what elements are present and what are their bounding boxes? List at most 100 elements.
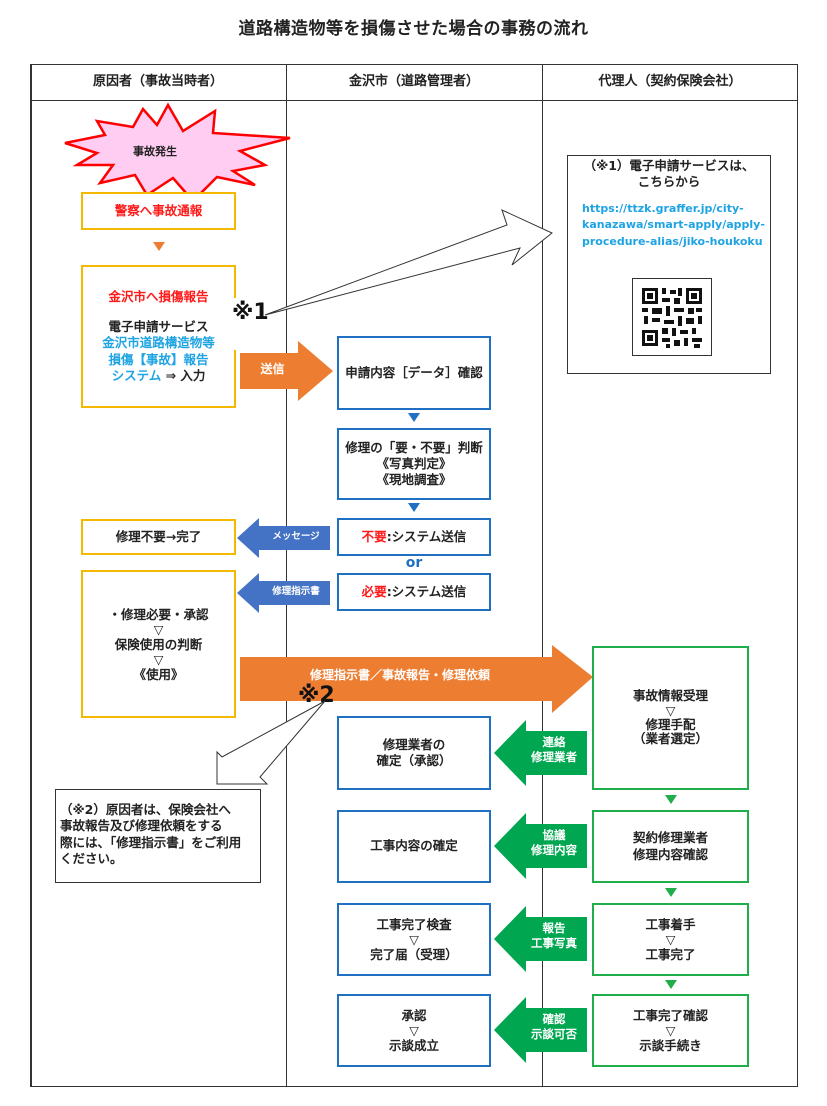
- repair-needed-box: ・修理必要・承認 ▽ 保険使用の判断 ▽ 《使用》: [81, 570, 236, 718]
- not-needed-highlight: 不要: [361, 528, 387, 544]
- confirm-arrow-label: 確認 示談可否: [522, 1012, 586, 1042]
- url-line2[interactable]: kanazawa/smart-apply/apply-: [582, 218, 765, 231]
- work-content-confirm-box: 工事内容の確定: [337, 810, 491, 883]
- page-title: 道路構造物等を損傷させた場合の事務の流れ: [238, 19, 589, 39]
- e-application-note: （※1）電子申請サービスは、 こちらから https://ttzk.graffe…: [567, 155, 771, 374]
- down-arrow-icon: [665, 980, 677, 989]
- note1-heading-line1: （※1）電子申請サービスは、: [583, 158, 755, 173]
- callout-arrow-2-icon: [216, 700, 326, 785]
- repair-instruction-note: （※2）原因者は、保険会社へ 事故報告及び修理依頼をする 際には、「修理指示書」…: [55, 789, 261, 883]
- contractor-confirm-line1: 修理業者の: [382, 736, 446, 752]
- system-name-line2: 損傷【事故】報告: [108, 351, 209, 367]
- report-line1: 報告: [542, 921, 566, 935]
- work-start-box: 工事着手 ▽ 工事完了: [592, 903, 749, 976]
- or-label: or: [405, 555, 423, 571]
- contact-line2: 修理業者: [531, 749, 577, 764]
- qr-code-icon[interactable]: [632, 278, 712, 356]
- settlement-line2: 示談成立: [388, 1038, 439, 1053]
- not-needed-label: :システム送信: [386, 528, 467, 544]
- completion-check-line1: 工事完了確認: [632, 1008, 708, 1023]
- down-triangle-icon: ▽: [665, 702, 676, 718]
- swimlane-table: [30, 64, 798, 1087]
- police-report-box: 警察へ事故通報: [81, 192, 236, 230]
- no-repair-done-label: 修理不要→完了: [115, 528, 202, 544]
- confirm-line2: 示談可否: [531, 1026, 577, 1041]
- not-needed-box: 不要:システム送信: [337, 518, 491, 556]
- accident-label: 事故発生: [133, 145, 177, 158]
- accident-info-line3: （業者選定）: [632, 731, 708, 747]
- repair-needed-line1: ・修理必要・承認: [108, 606, 209, 622]
- contract-repairer-box: 契約修理業者 修理内容確認: [592, 810, 749, 883]
- input-suffix: ⇒ 入力: [161, 367, 206, 383]
- column-divider-1: [286, 64, 287, 1087]
- repair-needed-line2: 保険使用の判断: [114, 636, 203, 652]
- repair-needed-line3: 《使用》: [133, 666, 184, 682]
- url-line1[interactable]: https://ttzk.graffer.jp/city-: [582, 201, 744, 215]
- note2-line4: ください。: [60, 850, 123, 866]
- url-line3[interactable]: procedure-alias/jiko-houkoku: [582, 234, 763, 248]
- report-line2: 工事写真: [531, 935, 577, 950]
- border-gap: [232, 298, 240, 350]
- contact-line1: 連絡: [542, 735, 566, 749]
- down-arrow-icon: [153, 242, 165, 251]
- down-triangle-icon: ▽: [409, 932, 419, 947]
- note2-line1: （※2）原因者は、保険会社へ: [60, 802, 231, 817]
- damage-report-box: 金沢市へ損傷報告 電子申請サービス 金沢市道路構造物等 損傷【事故】報告 システ…: [81, 265, 236, 408]
- contractor-confirm-line2: 確定（承認）: [376, 753, 452, 768]
- confirm-arrow-icon: [494, 997, 587, 1063]
- down-arrow-icon: [665, 795, 677, 804]
- repair-judgement-line2: 《写真判定》: [376, 455, 452, 471]
- check-application-box: 申請内容［データ］確認: [337, 336, 491, 410]
- completion-inspection-line2: 完了届（受理）: [370, 947, 458, 962]
- down-arrow-icon: [665, 888, 677, 897]
- settlement-box: 承認 ▽ 示談成立: [337, 994, 491, 1067]
- down-arrow-icon: [408, 413, 420, 422]
- consult-line2: 修理内容: [531, 842, 577, 857]
- consult-arrow-icon: [494, 813, 587, 879]
- no-repair-done-box: 修理不要→完了: [81, 519, 236, 555]
- accident-info-received-box: 事故情報受理 ▽ 修理手配 （業者選定）: [592, 646, 749, 790]
- completion-check-box: 工事完了確認 ▽ 示談手続き: [592, 994, 749, 1067]
- column-header-cause: 原因者（事故当時者）: [92, 74, 223, 89]
- note2-line3: 際には、「修理指示書」をご利用: [60, 834, 242, 850]
- consult-arrow-label: 協議 修理内容: [522, 828, 586, 858]
- contract-repairer-line1: 契約修理業者: [632, 830, 708, 846]
- completion-inspection-line1: 工事完了検査: [376, 917, 452, 932]
- needed-box: 必要:システム送信: [337, 573, 491, 611]
- message-arrow-icon: [237, 518, 330, 558]
- work-start-line1: 工事着手: [645, 917, 696, 932]
- e-application-link[interactable]: https://ttzk.graffer.jp/city- kanazawa/s…: [568, 201, 770, 251]
- repair-judgement-line3: 《現地調査》: [376, 472, 452, 488]
- accident-info-line2: 修理手配: [645, 717, 696, 732]
- work-content-confirm-label: 工事内容の確定: [370, 838, 458, 854]
- repair-instruction-arrow-icon: [237, 573, 330, 613]
- down-triangle-icon: ▽: [153, 621, 164, 637]
- note2-line2: 事故報告及び修理依頼をする: [60, 818, 223, 834]
- down-triangle-icon: ▽: [409, 1023, 419, 1038]
- settlement-line1: 承認: [401, 1008, 427, 1023]
- police-report-label: 警察へ事故通報: [114, 202, 203, 218]
- system-name-line1: 金沢市道路構造物等: [102, 335, 215, 351]
- contact-arrow-label: 連絡 修理業者: [522, 735, 586, 765]
- repair-request-arrow-label: 修理指示書／事故報告・修理依頼: [309, 668, 490, 682]
- contact-arrow-icon: [494, 720, 587, 786]
- send-arrow-label: 送信: [260, 362, 285, 376]
- column-header-agent: 代理人（契約保険会社）: [598, 74, 742, 89]
- callout-arrow-1-icon: [264, 209, 553, 316]
- contract-repairer-line2: 修理内容確認: [632, 846, 708, 862]
- down-arrow-icon: [408, 503, 420, 512]
- damage-report-heading: 金沢市へ損傷報告: [108, 288, 209, 304]
- report-arrow-icon: [494, 906, 587, 972]
- consult-line1: 協議: [542, 828, 566, 842]
- contractor-confirm-box: 修理業者の 確定（承認）: [337, 716, 491, 790]
- header-divider: [30, 100, 798, 101]
- down-triangle-icon: ▽: [665, 1023, 676, 1038]
- repair-judgement-box: 修理の「要・不要」判断 《写真判定》 《現地調査》: [337, 428, 491, 500]
- report-arrow-label: 報告 工事写真: [522, 921, 586, 951]
- completion-check-line2: 示談手続き: [639, 1038, 702, 1053]
- needed-highlight: 必要: [361, 583, 387, 599]
- e-application-label: 電子申請サービス: [108, 319, 209, 335]
- work-start-line2: 工事完了: [645, 947, 696, 962]
- column-header-city: 金沢市（道路管理者）: [348, 74, 479, 89]
- accident-info-line1: 事故情報受理: [632, 688, 708, 704]
